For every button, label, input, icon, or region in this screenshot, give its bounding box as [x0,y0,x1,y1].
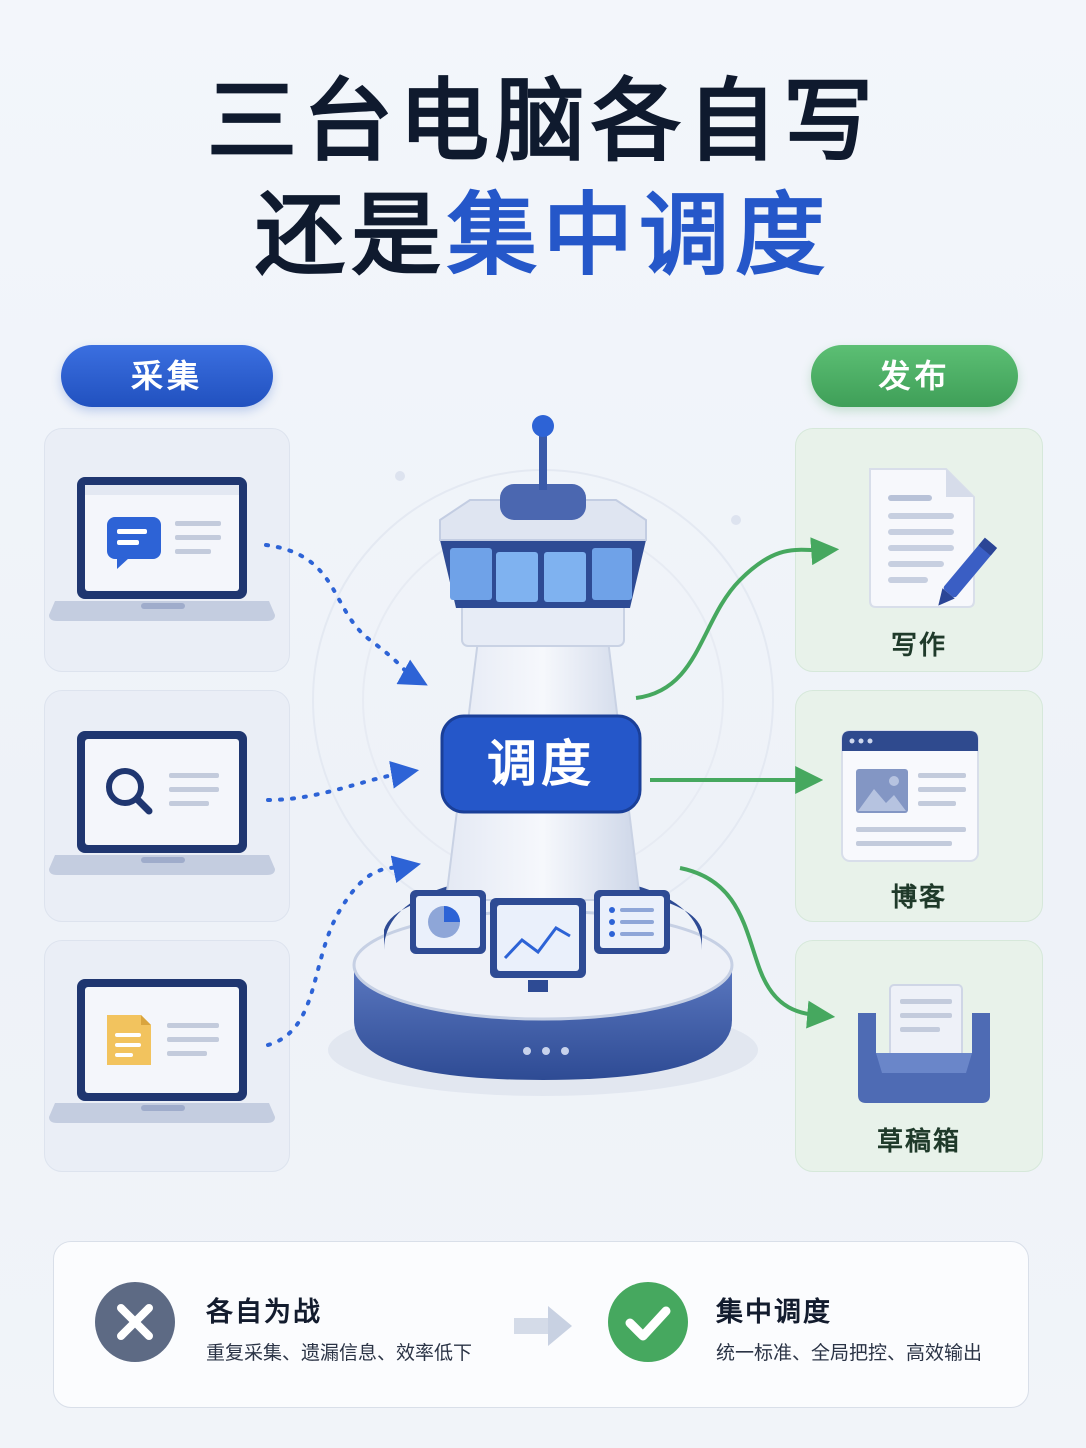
chat-icon [107,517,161,569]
document-pen-icon [869,468,998,608]
good-desc: 统一标准、全局把控、高效输出 [716,1342,983,1364]
search-icon [106,768,153,815]
document-icon [107,1015,151,1065]
comparison-panel: 各自为战 重复采集、遗漏信息、效率低下 集中调度 统一标准、全局把控、高效输出 [53,1241,1029,1408]
check-icon [608,1282,688,1362]
title-prefix: 还是 [255,183,447,288]
laptop-document-illustration [49,979,275,1123]
good-title: 集中调度 [716,1297,832,1328]
list-monitor [594,890,670,954]
collect-card-2 [44,690,290,922]
collect-card-1 [44,428,290,672]
collect-label: 采集 [61,345,273,407]
blog-label: 博客 [890,883,947,913]
collect-card-3 [44,940,290,1172]
publish-card-drafts: 草稿箱 [795,940,1043,1172]
inbox-tray-icon [858,984,990,1103]
laptop-chat-illustration [49,477,275,621]
writing-label: 写作 [890,631,947,661]
page-title-line1: 三台电脑各自写 [207,69,879,174]
line-chart-monitor [490,898,586,992]
bad-desc: 重复采集、遗漏信息、效率低下 [206,1342,473,1364]
pie-chart-monitor [410,890,486,954]
title-highlight: 集中调度 [447,183,831,288]
publish-card-blog: 博客 [795,690,1043,922]
page-title-line2: 还是集中调度 [0,186,1086,286]
drafts-label: 草稿箱 [876,1127,961,1157]
cross-icon [95,1282,175,1362]
webpage-icon [841,730,979,862]
laptop-search-illustration [49,731,275,875]
dispatch-label: 调度 [487,735,595,793]
publish-label: 发布 [811,345,1018,407]
publish-card-writing: 写作 [795,428,1043,672]
bad-title: 各自为战 [206,1297,322,1328]
arrow-right-icon [514,1306,572,1346]
